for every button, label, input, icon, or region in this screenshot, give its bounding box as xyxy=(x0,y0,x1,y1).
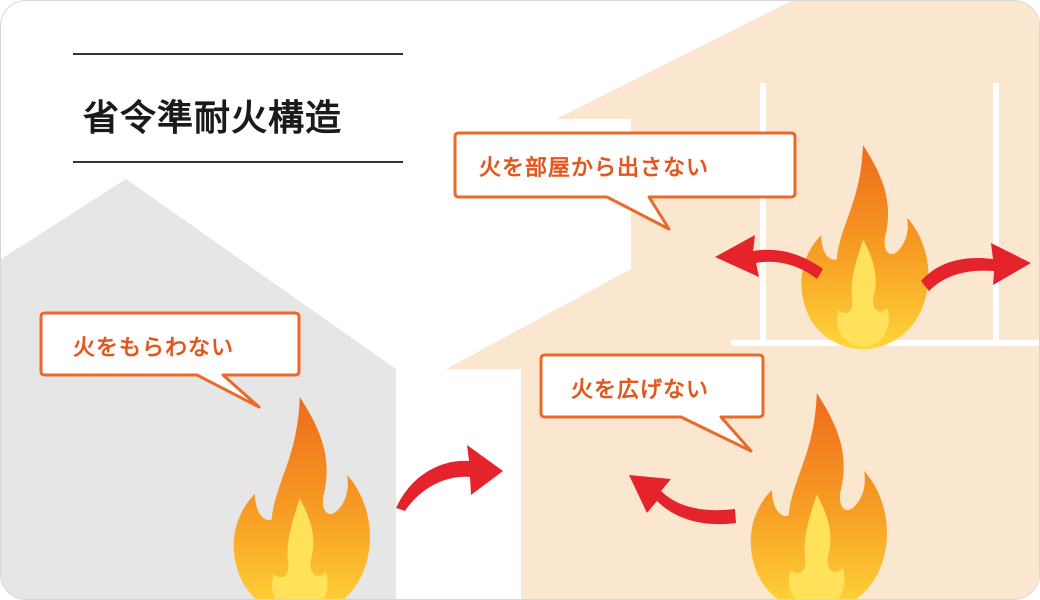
arrow-room-right-icon xyxy=(921,243,1031,291)
title-rule-top xyxy=(73,53,403,55)
title-rule-bottom xyxy=(73,161,403,163)
arrow-left-to-right-icon xyxy=(396,445,503,511)
callout-no-receive-shape xyxy=(39,311,301,409)
arrow-room-left-icon xyxy=(715,235,823,279)
callout-no-receive: 火をもらわない xyxy=(73,336,235,361)
page-title: 省令準耐火構造 xyxy=(83,98,343,139)
title-block: 省令準耐火構造 xyxy=(73,51,403,166)
callout-no-spread-shape xyxy=(539,353,765,453)
callout-no-spread: 火を広げない xyxy=(571,378,710,403)
right-house xyxy=(446,1,1039,599)
callout-no-escape: 火を部屋から出さない xyxy=(479,156,710,181)
arrow-spread-left-icon xyxy=(629,475,736,525)
callout-no-escape-shape xyxy=(453,131,797,231)
